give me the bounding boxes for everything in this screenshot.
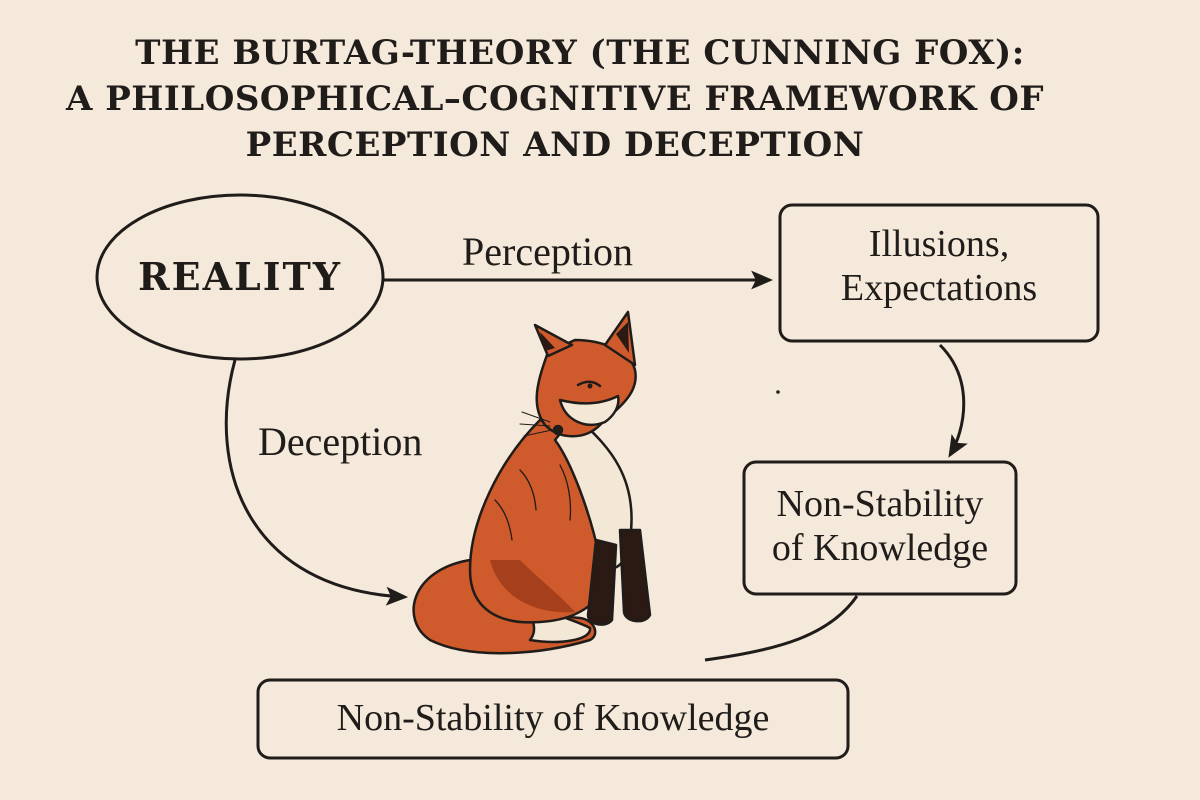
non-stability-node-bottom [256,678,850,760]
title-line-2: A PHILOSOPHICAL–COGNITIVE FRAMEWORK OF [65,79,1044,119]
illusions-label-line-2: Expectations [840,267,1038,309]
fox-icon [412,310,652,655]
title-line-3: PERCEPTION AND DECEPTION [245,125,865,165]
reality-node [95,193,385,361]
perception-edge-label: Perception [462,229,634,274]
ink-dot [776,390,780,394]
deception-arrow [224,359,409,606]
non-stability-connector-line [704,595,859,662]
deception-edge-label: Deception [258,419,423,464]
illusions-label-line-1: Illusions, [868,223,1010,265]
title-line-1: THE BURTAG-THEORY (THE CUNNING FOX): [135,33,1025,73]
diagram-title: THE BURTAG-THEORY (THE CUNNING FOX): A P… [0,30,1200,168]
non-stability-right-label: Non-Stability of Knowledge [744,482,1016,570]
non-stability-bottom-label: Non-Stability of Knowledge [336,697,770,739]
reality-label: REALITY [138,254,342,299]
non-stability-right-line-1: Non-Stability [776,483,984,525]
non-stability-right-line-2: of Knowledge [771,527,989,569]
non-stability-node-right [742,460,1018,596]
illusions-to-non-stability-arrow [938,343,968,458]
illusions-node [778,203,1100,343]
illusions-label: Illusions, Expectations [780,222,1098,310]
